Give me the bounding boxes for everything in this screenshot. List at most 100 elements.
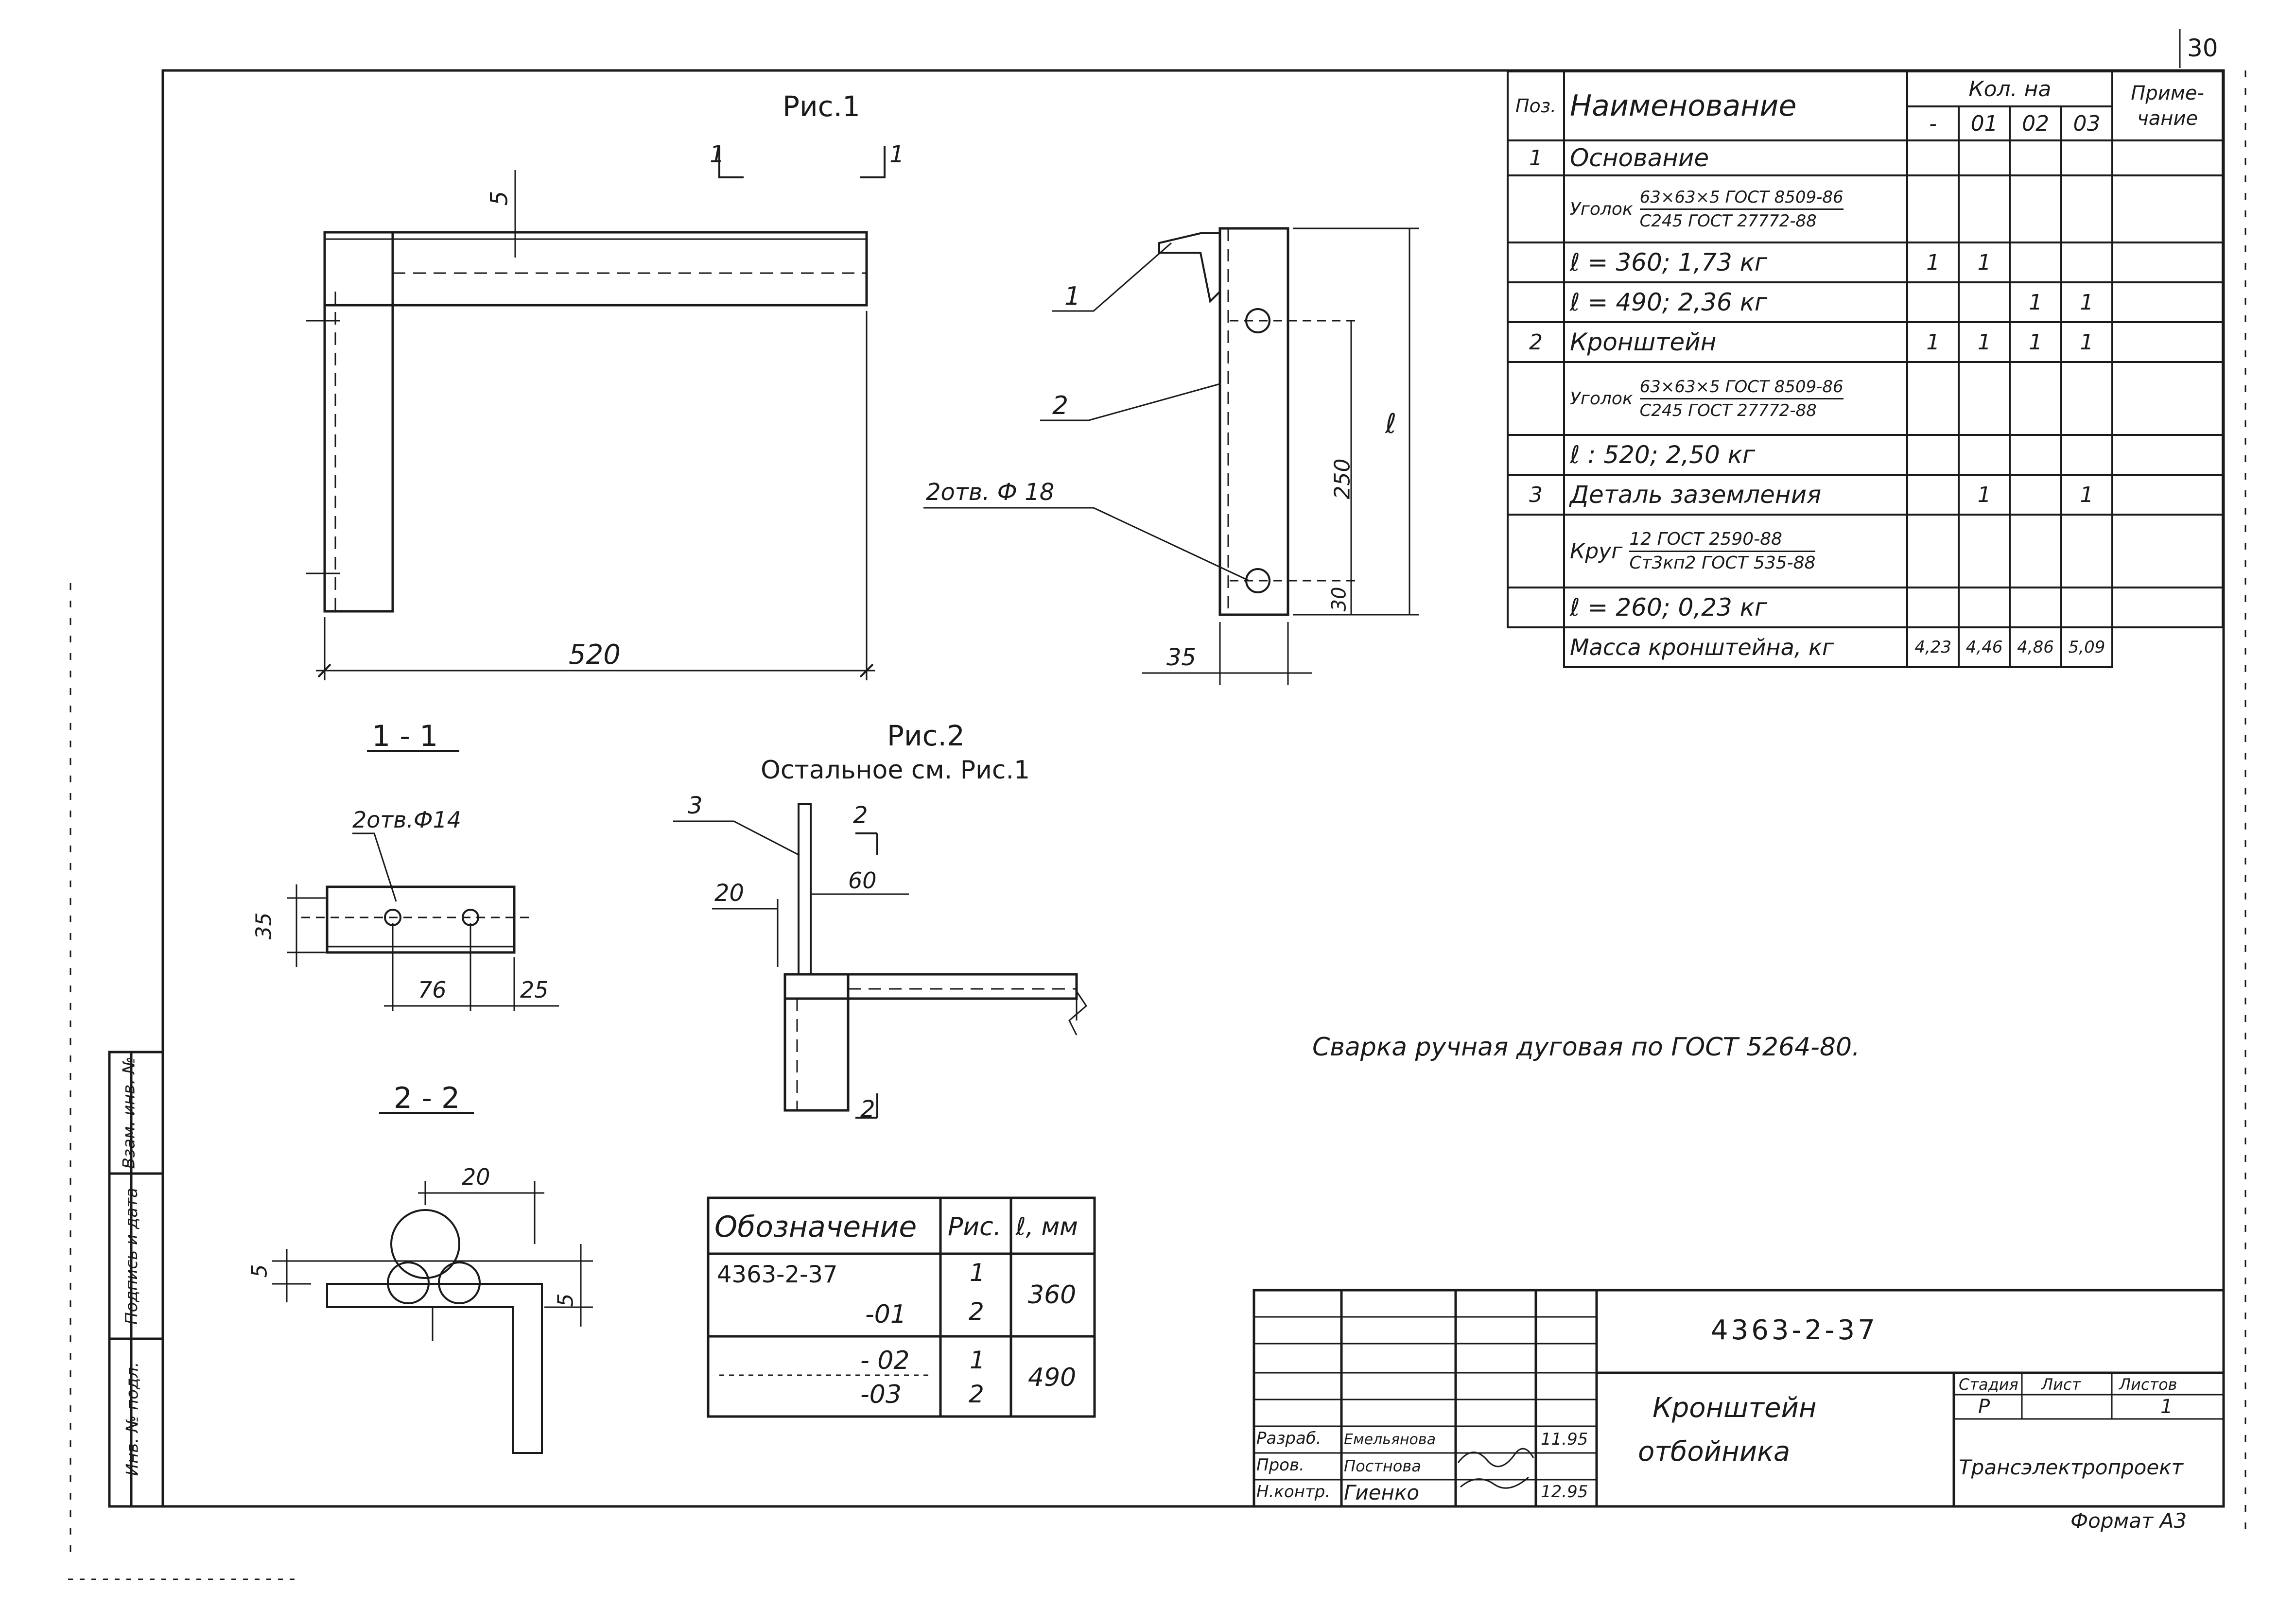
spec-name: Кронштейн bbox=[1563, 321, 1909, 363]
spec-name: Деталь заземления bbox=[1563, 474, 1909, 516]
fig1-dim-5: 5 bbox=[486, 190, 513, 206]
title-signer-role: Н.контр. bbox=[1256, 1482, 1331, 1502]
spec-qty bbox=[1957, 361, 2011, 436]
spec-qty bbox=[1957, 587, 2011, 628]
spec-qty-col: 01 bbox=[1957, 105, 2011, 141]
spec-mass-label: Масса кронштейна, кг bbox=[1563, 626, 1909, 668]
fig1-dim-35: 35 bbox=[1166, 644, 1197, 671]
title-stage: Р bbox=[1978, 1396, 1990, 1418]
spec-qty: 1 bbox=[1906, 242, 1960, 283]
spec-qty bbox=[2060, 242, 2114, 283]
welding-note: Сварка ручная дуговая по ГОСТ 5264-80. bbox=[1312, 1033, 1860, 1062]
spec-qty bbox=[2060, 514, 2114, 588]
title-stage-label: Стадия bbox=[1959, 1375, 2018, 1394]
fig1-section-mark-left: 1 bbox=[710, 141, 725, 168]
sheet-frame bbox=[161, 69, 2225, 1508]
spec-qty bbox=[1957, 139, 2011, 176]
title-name-line2: отбойника bbox=[1638, 1436, 1791, 1468]
spec-pos bbox=[1507, 361, 1565, 436]
fig1-callout-2: 2 bbox=[1052, 391, 1069, 420]
fig1-dim-250: 250 bbox=[1330, 458, 1355, 500]
spec-name-material: Круг 12 ГОСТ 2590-88 Ст3кп2 ГОСТ 535-88 bbox=[1563, 514, 1909, 588]
section-1-1-dim-76: 76 bbox=[418, 977, 447, 1003]
spec-header-qty: Кол. на bbox=[1906, 70, 2114, 107]
spec-mass-value: 4,46 bbox=[1957, 626, 2011, 668]
spec-note bbox=[2111, 281, 2224, 323]
spec-material-line2: С245 ГОСТ 27772-88 bbox=[1639, 400, 1817, 420]
spec-name-material: Уголок 63×63×5 ГОСТ 8509-86 С245 ГОСТ 27… bbox=[1563, 174, 1909, 243]
spec-note bbox=[2111, 242, 2224, 283]
fig2-dim-2: 2 bbox=[853, 802, 868, 829]
spec-qty bbox=[2009, 174, 2062, 243]
title-signer-name: Гиенко bbox=[1344, 1481, 1420, 1504]
fig1-dim-30: 30 bbox=[1328, 587, 1351, 612]
spec-qty bbox=[1906, 474, 1960, 516]
title-block-grid bbox=[1252, 1289, 2225, 1508]
variants-header-fig: Рис. bbox=[948, 1212, 1002, 1242]
spec-qty bbox=[1957, 174, 2011, 243]
spec-name: Основание bbox=[1563, 139, 1909, 176]
section-1-1-holes: 2отв.Ф14 bbox=[352, 807, 462, 833]
sheet-number: 30 bbox=[2187, 34, 2218, 62]
side-stamp-signature-date: Подпись и дата bbox=[122, 1188, 141, 1325]
title-signer-date: 12.95 bbox=[1541, 1482, 1588, 1502]
spec-note bbox=[2111, 361, 2224, 436]
spec-material-fraction: 63×63×5 ГОСТ 8509-86 С245 ГОСТ 27772-88 bbox=[1639, 186, 1844, 232]
fig2-dim-20: 20 bbox=[714, 880, 745, 907]
variants-row-fig: 2 bbox=[969, 1380, 984, 1408]
title-sheets: 1 bbox=[2160, 1396, 2173, 1418]
section-1-1-dim-35: 35 bbox=[251, 912, 277, 940]
spec-qty bbox=[2060, 587, 2114, 628]
spec-note bbox=[2111, 434, 2224, 476]
section-2-2-title: 2 - 2 bbox=[394, 1081, 460, 1115]
spec-material-name: Круг bbox=[1569, 538, 1623, 564]
spec-note bbox=[2111, 587, 2224, 628]
spec-name: ℓ = 360; 1,73 кг bbox=[1563, 242, 1909, 283]
spec-header-name: Наименование bbox=[1563, 70, 1909, 141]
spec-qty: 1 bbox=[1906, 321, 1960, 363]
fig2-subtitle: Остальное см. Рис.1 bbox=[761, 756, 1030, 785]
fig2-title: Рис.2 bbox=[887, 719, 965, 752]
title-signer-role: Пров. bbox=[1256, 1455, 1305, 1475]
title-organization: Трансэлектропроект bbox=[1959, 1455, 2184, 1479]
spec-material-fraction: 12 ГОСТ 2590-88 Ст3кп2 ГОСТ 535-88 bbox=[1629, 528, 1816, 574]
spec-material-line2: С245 ГОСТ 27772-88 bbox=[1639, 211, 1817, 231]
spec-qty bbox=[1957, 281, 2011, 323]
spec-note bbox=[2111, 514, 2224, 588]
spec-pos: 1 bbox=[1507, 139, 1565, 176]
spec-qty bbox=[1906, 434, 1960, 476]
spec-header-pos: Поз. bbox=[1507, 70, 1565, 141]
variants-row-fig: 2 bbox=[969, 1297, 984, 1326]
spec-pos: 3 bbox=[1507, 474, 1565, 516]
spec-pos: 2 bbox=[1507, 321, 1565, 363]
spec-qty bbox=[1906, 139, 1960, 176]
fig1-front-view bbox=[306, 146, 886, 680]
spec-qty: 1 bbox=[2009, 321, 2062, 363]
fig2-dim-60: 60 bbox=[848, 867, 877, 894]
title-doc-number: 4363-2-37 bbox=[1711, 1314, 1878, 1346]
spec-pos bbox=[1507, 434, 1565, 476]
variants-row-designation: - 02 bbox=[860, 1346, 910, 1375]
spec-material-fraction: 63×63×5 ГОСТ 8509-86 С245 ГОСТ 27772-88 bbox=[1639, 376, 1844, 422]
spec-qty: 1 bbox=[1957, 242, 2011, 283]
spec-mass-value: 4,23 bbox=[1906, 626, 1960, 668]
variants-header-designation: Обозначение bbox=[714, 1210, 917, 1244]
format-label: Формат А3 bbox=[2070, 1509, 2187, 1533]
spec-qty-col: - bbox=[1906, 105, 1960, 141]
spec-note bbox=[2111, 626, 2223, 667]
spec-qty bbox=[2060, 139, 2114, 176]
spec-qty: 1 bbox=[2060, 321, 2114, 363]
section-2-2-dim-5-left: 5 bbox=[247, 1264, 272, 1278]
title-signer-name: Постнова bbox=[1344, 1457, 1421, 1475]
spec-qty bbox=[1906, 514, 1960, 588]
section-2-2-dim-5-right: 5 bbox=[553, 1293, 578, 1307]
spec-mass-value: 4,86 bbox=[2009, 626, 2062, 668]
spec-qty: 1 bbox=[2060, 281, 2114, 323]
side-stamp-frame bbox=[108, 1051, 164, 1508]
spec-qty bbox=[1906, 281, 1960, 323]
variants-row-length: 490 bbox=[1028, 1363, 1077, 1392]
spec-qty: 1 bbox=[1957, 321, 2011, 363]
side-stamp-replaced-inv: Взам. инв. № bbox=[119, 1056, 139, 1169]
spec-qty bbox=[1906, 174, 1960, 243]
specification-table: Поз. Наименование Кол. на Приме-чание - … bbox=[1507, 70, 2224, 668]
